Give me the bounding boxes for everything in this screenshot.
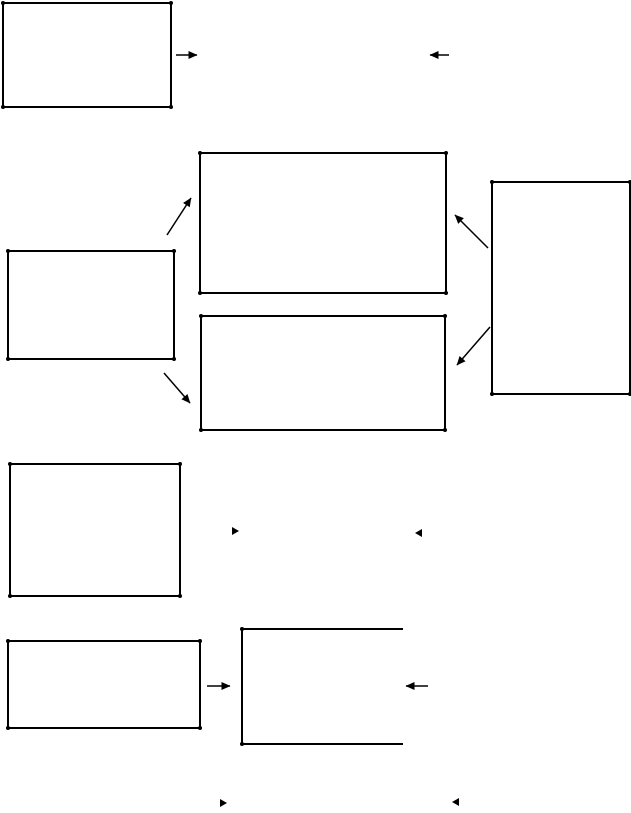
arrow-left-to-upper-center — [166, 197, 192, 236]
box-fourth-row-left — [6, 639, 202, 730]
box-third-row-left — [8, 462, 182, 598]
arrowhead-bottom-right — [220, 799, 227, 807]
box-lower-center — [199, 314, 447, 432]
arrowhead-third-row-right — [232, 527, 239, 535]
box-top-left — [1, 1, 173, 109]
open-box-fourth-row — [240, 627, 403, 746]
arrowhead-bottom-left — [452, 798, 459, 806]
box-right-tall — [490, 180, 631, 396]
arrow-left-to-lower-center — [163, 372, 191, 404]
arrowhead-third-row-left — [415, 529, 422, 537]
arrow-right-to-lower-center — [456, 326, 491, 366]
box-left-middle — [6, 249, 176, 361]
box-upper-center — [198, 151, 448, 295]
arrow-right-to-upper-center — [454, 214, 489, 249]
